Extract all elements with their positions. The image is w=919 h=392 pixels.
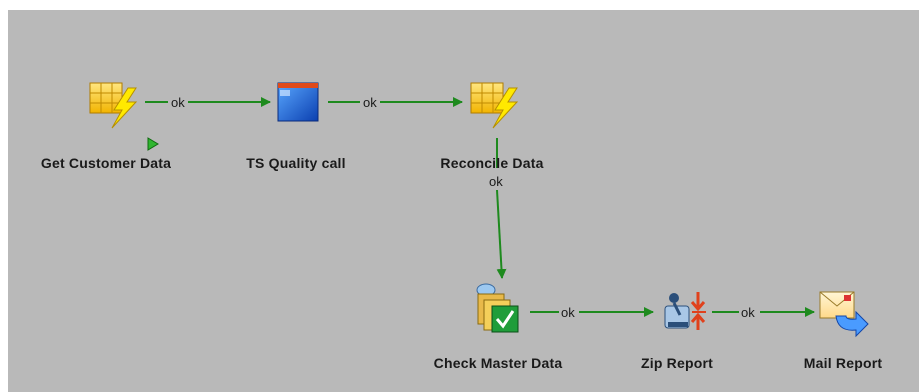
edge-label-ok: ok: [489, 174, 503, 189]
mail-forward-icon: [819, 291, 869, 338]
edge-ts-quality-to-reconcile[interactable]: ok: [328, 95, 463, 110]
edge-check-master-to-zip[interactable]: ok: [530, 305, 654, 320]
zip-compress-icon: [664, 292, 706, 330]
spreadsheet-lightning-icon: [470, 82, 519, 129]
window-app-icon: [277, 82, 319, 122]
edge-get-customer-to-ts-quality[interactable]: ok: [145, 95, 271, 110]
workflow-canvas[interactable]: ok ok ok ok ok: [8, 10, 919, 392]
node-label-reconcile-data: Reconcile Data: [440, 155, 544, 171]
node-reconcile-data[interactable]: [470, 82, 519, 129]
spreadsheet-lightning-icon: [89, 82, 138, 129]
edge-label-ok: ok: [741, 305, 755, 320]
node-label-zip-report: Zip Report: [641, 355, 713, 371]
node-zip-report[interactable]: [664, 292, 706, 330]
edge-reconcile-to-check-master[interactable]: ok: [489, 138, 507, 279]
edge-label-ok: ok: [561, 305, 575, 320]
node-check-master-data[interactable]: [476, 283, 519, 333]
start-marker-icon: [147, 137, 159, 151]
node-label-check-master-data: Check Master Data: [433, 355, 563, 371]
edge-label-ok: ok: [363, 95, 377, 110]
workflow-diagram: ok ok ok ok ok: [89, 82, 869, 338]
edge-label-ok: ok: [171, 95, 185, 110]
edge-zip-to-mail[interactable]: ok: [712, 305, 815, 320]
node-mail-report[interactable]: [819, 291, 869, 338]
node-label-ts-quality-call: TS Quality call: [246, 155, 346, 171]
node-label-get-customer-data: Get Customer Data: [40, 155, 172, 171]
node-label-mail-report: Mail Report: [803, 355, 883, 371]
node-get-customer-data[interactable]: [89, 82, 138, 129]
database-check-icon: [476, 283, 519, 333]
node-ts-quality-call[interactable]: [277, 82, 319, 122]
